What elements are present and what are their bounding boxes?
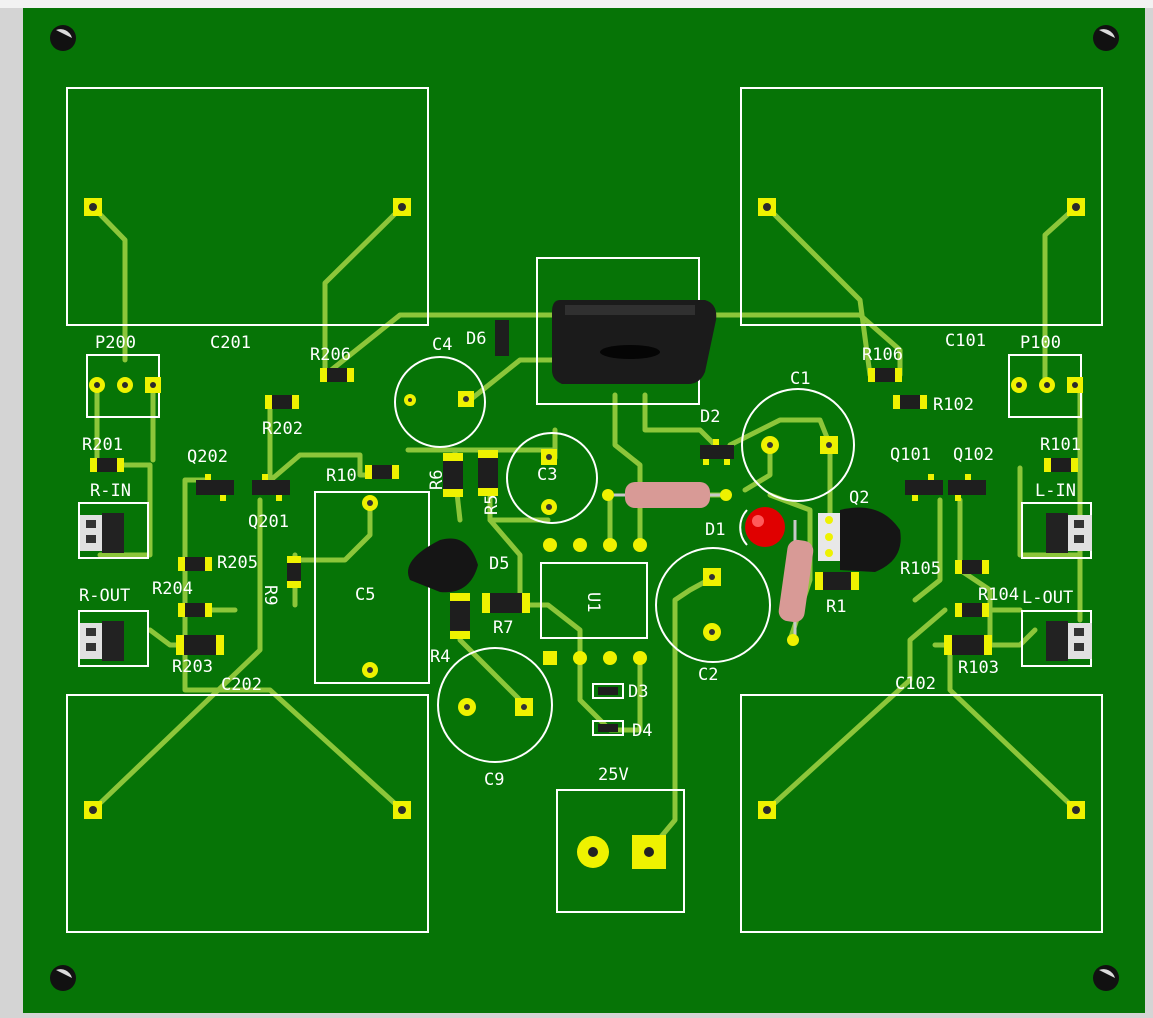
label-c3: C3 — [537, 465, 557, 485]
label-u1: U1 — [583, 592, 603, 612]
power-terminal — [577, 835, 666, 869]
large-capacitor-pads — [84, 198, 1085, 819]
label-r205: R205 — [217, 553, 258, 573]
label-c9: C9 — [484, 770, 504, 790]
c102-outline — [740, 694, 1103, 933]
label-d4: D4 — [632, 721, 652, 741]
label-d5: D5 — [489, 554, 509, 574]
smd-parts — [90, 368, 1078, 655]
label-c2: C2 — [698, 665, 718, 685]
label-r9: R9 — [260, 585, 280, 605]
c101-outline — [740, 87, 1103, 326]
label-r204: R204 — [152, 579, 193, 599]
j25v-outline — [556, 789, 685, 913]
label-r202: R202 — [262, 419, 303, 439]
label-25v: 25V — [598, 765, 629, 785]
label-c1: C1 — [790, 369, 810, 389]
r-axial-top — [602, 482, 732, 508]
label-r-in: R-IN — [90, 481, 131, 501]
label-c5: C5 — [355, 585, 375, 605]
u1-pads — [543, 538, 647, 665]
u1-outline — [540, 562, 648, 639]
mounting-hole-bl — [50, 965, 76, 991]
mounting-hole-tl — [50, 25, 76, 51]
label-r-out: R-OUT — [79, 586, 130, 606]
label-r203: R203 — [172, 657, 213, 677]
label-r10: R10 — [326, 466, 357, 486]
label-c101: C101 — [945, 331, 986, 351]
c1-outline — [741, 388, 855, 502]
r-out-outline — [78, 610, 149, 667]
label-r102: R102 — [933, 395, 974, 415]
label-l-in: L-IN — [1035, 481, 1076, 501]
r-axial-vertical — [778, 520, 814, 646]
to92-transistors — [408, 507, 901, 593]
label-r4: R4 — [430, 647, 450, 667]
label-r6: R6 — [427, 470, 447, 490]
bridge-rectifier — [552, 300, 717, 384]
label-d3: D3 — [628, 682, 648, 702]
capacitor-outlines — [66, 87, 1103, 933]
label-l-out: L-OUT — [1022, 588, 1073, 608]
led-d1 — [739, 507, 785, 547]
potentiometer-pads — [89, 377, 1083, 393]
d3-d4 — [592, 683, 624, 736]
label-r104: R104 — [978, 585, 1019, 605]
label-r101: R101 — [1040, 435, 1081, 455]
label-p200: P200 — [95, 333, 136, 353]
label-q2: Q2 — [849, 488, 869, 508]
copper-traces — [90, 204, 1083, 853]
label-c4: C4 — [432, 335, 452, 355]
label-r206: R206 — [310, 345, 351, 365]
label-d1: D1 — [705, 520, 725, 540]
silkscreen-labels: C201 P200 C101 P100 R206 R202 R201 Q202 … — [79, 329, 1081, 790]
label-r103: R103 — [958, 658, 999, 678]
label-d2: D2 — [700, 407, 720, 427]
label-q101: Q101 — [890, 445, 931, 465]
top-strip — [0, 0, 1153, 8]
label-r5: R5 — [482, 495, 502, 515]
label-c202: C202 — [221, 675, 262, 695]
label-r201: R201 — [82, 435, 123, 455]
c201-outline — [66, 87, 429, 326]
c4-outline — [394, 356, 486, 448]
cap-pads — [362, 391, 838, 716]
label-p100: P100 — [1020, 333, 1061, 353]
mounting-hole-tr — [1093, 25, 1119, 51]
label-c201: C201 — [210, 333, 251, 353]
label-r1: R1 — [826, 597, 846, 617]
label-r105: R105 — [900, 559, 941, 579]
r-in-outline — [78, 502, 149, 559]
d6-body — [495, 320, 509, 356]
label-d6: D6 — [466, 329, 486, 349]
jst-connectors — [80, 513, 1092, 661]
mounting-holes — [50, 25, 1119, 991]
c9-outline — [437, 647, 553, 763]
label-r106: R106 — [862, 345, 903, 365]
label-c102: C102 — [895, 674, 936, 694]
sot23-transistors — [196, 320, 986, 501]
label-r7: R7 — [493, 618, 513, 638]
label-q102: Q102 — [953, 445, 994, 465]
label-q201: Q201 — [248, 512, 289, 532]
c202-outline — [66, 694, 429, 933]
c3-outline — [506, 432, 598, 524]
c2-outline — [655, 547, 771, 663]
mounting-hole-br — [1093, 965, 1119, 991]
label-q202: Q202 — [187, 447, 228, 467]
